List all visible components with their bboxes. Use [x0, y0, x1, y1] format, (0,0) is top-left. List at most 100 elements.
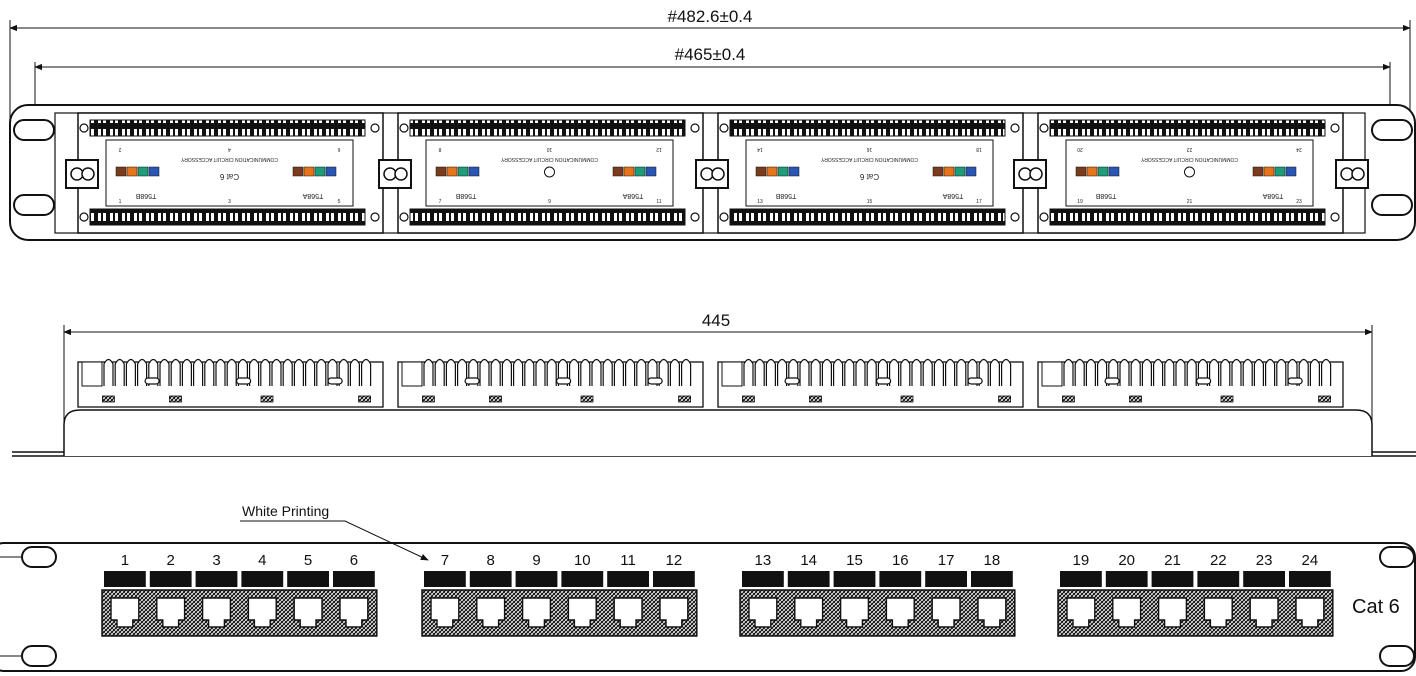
accessory-text: COMMUNICATION CIRCUIT ACCESSORY	[820, 156, 918, 162]
rj45-jack[interactable]	[839, 597, 870, 628]
idc-tooth	[535, 358, 546, 386]
idc-tooth	[361, 358, 372, 386]
rj45-jack[interactable]	[521, 597, 552, 628]
wire-color-block	[148, 166, 160, 177]
idc-strip-top	[729, 119, 1006, 137]
wire-color-block	[325, 166, 337, 177]
side-contact	[1318, 395, 1331, 403]
idc-tooth	[159, 358, 170, 386]
port-label-window	[1243, 571, 1285, 587]
idc-tooth	[602, 358, 613, 386]
side-contact	[900, 395, 914, 403]
wire-color-block	[1075, 166, 1087, 177]
clamp-screw-icon	[1018, 167, 1032, 181]
clamp-screw-icon	[70, 167, 84, 181]
rj45-jack[interactable]	[247, 597, 277, 628]
white-printing-callout: White Printing	[242, 503, 329, 519]
rj45-jack[interactable]	[201, 597, 232, 628]
rj45-jack[interactable]	[1066, 597, 1096, 628]
rear-port-number-bottom: 5	[338, 199, 341, 205]
wire-color-block	[766, 166, 778, 177]
rj45-jack[interactable]	[1112, 597, 1142, 628]
overall-width-dimension: #482.6±0.4	[9, 7, 1411, 120]
rear-port-number-bottom: 3	[228, 199, 231, 205]
wire-color-block	[623, 166, 635, 177]
idc-tooth	[1253, 358, 1264, 386]
side-latch	[1041, 361, 1063, 387]
rj45-jack[interactable]	[110, 597, 140, 628]
wire-color-block	[612, 166, 624, 177]
rj45-jack[interactable]	[1295, 597, 1325, 628]
rj45-jack[interactable]	[931, 597, 961, 628]
port-number-label: 21	[1164, 552, 1181, 569]
wire-color-block	[1263, 166, 1275, 177]
rj45-jack[interactable]	[1249, 597, 1279, 628]
idc-tooth	[844, 358, 855, 386]
wire-color-block	[1285, 166, 1297, 177]
rj45-jack[interactable]	[339, 597, 369, 628]
idc-tooth	[193, 358, 204, 386]
idc-tooth	[445, 358, 456, 386]
rj45-jack[interactable]	[567, 597, 597, 628]
wire-color-block	[954, 166, 966, 177]
rear-port-number-bottom: 1	[119, 199, 122, 205]
standard-label-left: T568B	[1095, 192, 1116, 199]
rj45-jack[interactable]	[613, 597, 643, 628]
idc-tooth	[1209, 358, 1220, 386]
rear-port-number-top: 4	[228, 146, 231, 152]
rj45-jack[interactable]	[885, 597, 915, 628]
idc-strip-top	[1049, 119, 1326, 137]
cable-clamp-1	[65, 159, 99, 189]
idc-tooth	[282, 358, 293, 386]
standard-label-right: T568A	[302, 192, 323, 199]
idc-tooth	[833, 358, 844, 386]
rj45-jack[interactable]	[1157, 597, 1188, 628]
rear-port-number-bottom: 11	[656, 199, 661, 205]
screw-hole	[690, 123, 700, 133]
rj45-jack[interactable]	[430, 597, 460, 628]
rear-port-number-bottom: 21	[1187, 199, 1193, 205]
port-label-window	[469, 571, 512, 587]
rj45-jack[interactable]	[794, 597, 824, 628]
side-slot	[327, 377, 343, 385]
idc-tooth	[569, 358, 580, 386]
clamp-screw-icon	[700, 167, 714, 181]
side-contact	[1220, 395, 1234, 403]
screw-hole	[690, 212, 700, 222]
port-block	[1057, 589, 1334, 637]
port-label-window	[742, 571, 784, 587]
idc-tooth	[137, 358, 148, 386]
side-latch	[81, 361, 103, 387]
side-contact	[1129, 395, 1142, 403]
idc-tooth	[434, 358, 445, 386]
wire-color-block	[314, 166, 326, 177]
rj45-jack[interactable]	[659, 597, 689, 628]
side-slot	[144, 377, 160, 385]
idc-tooth	[305, 358, 316, 386]
port-number-label: 19	[1073, 552, 1090, 569]
rj45-jack[interactable]	[293, 597, 323, 628]
standard-label-right: T568A	[1262, 192, 1283, 199]
port-number-label: 15	[846, 552, 863, 569]
rj45-jack[interactable]	[1203, 597, 1233, 628]
screw-hole	[370, 123, 380, 133]
front-mount-slot-bottom-left	[21, 645, 57, 667]
idc-strip-bottom	[1049, 208, 1326, 226]
port-number-label: 24	[1302, 552, 1319, 569]
idc-tooth	[591, 358, 602, 386]
rj45-jack[interactable]	[977, 597, 1007, 628]
rear-port-number-top: 22	[1187, 146, 1193, 152]
idc-tooth	[799, 358, 810, 386]
idc-tooth	[625, 358, 636, 386]
port-label-window	[1197, 571, 1240, 587]
front-mount-slot-top-right	[1379, 546, 1415, 568]
wire-color-block	[1252, 166, 1264, 177]
rj45-jack[interactable]	[748, 597, 778, 628]
rear-port-number-top: 10	[547, 146, 553, 152]
rj45-jack[interactable]	[476, 597, 506, 628]
rj45-jack[interactable]	[156, 597, 186, 628]
